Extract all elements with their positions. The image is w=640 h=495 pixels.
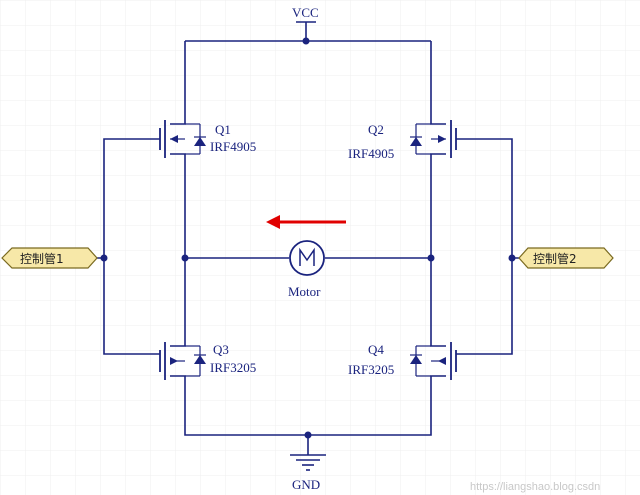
q3-part: IRF3205 [210, 360, 256, 375]
transistor-q3[interactable] [159, 338, 206, 400]
transistor-q1[interactable] [159, 116, 206, 160]
watermark: https://liangshao.blog.csdn [470, 481, 600, 493]
q2-part: IRF4905 [348, 146, 394, 161]
red-left-arrow-icon [266, 215, 346, 229]
left-port-label: 控制管1 [20, 251, 64, 266]
motor-label: Motor [288, 284, 321, 299]
q1-ref: Q1 [215, 122, 231, 137]
right-port-label: 控制管2 [533, 251, 577, 266]
gnd-label: GND [292, 477, 320, 492]
motor-branch-wire [181, 254, 435, 262]
motor[interactable] [289, 240, 325, 276]
q4-part: IRF3205 [348, 362, 394, 377]
ground-symbol-icon [290, 431, 326, 471]
top-rail-wire [184, 40, 432, 116]
motor-symbol-icon [299, 247, 315, 266]
vcc-terminal[interactable]: VCC [292, 5, 319, 45]
q1-part: IRF4905 [210, 139, 256, 154]
transistor-q2[interactable] [410, 116, 457, 160]
transistor-q4[interactable] [410, 338, 457, 400]
q4-ref: Q4 [368, 342, 384, 357]
vcc-label: VCC [292, 5, 319, 20]
left-control-port[interactable]: 控制管1 [1, 247, 98, 269]
q3-ref: Q3 [213, 342, 229, 357]
right-control-port[interactable]: 控制管2 [518, 247, 614, 269]
q2-ref: Q2 [368, 122, 384, 137]
